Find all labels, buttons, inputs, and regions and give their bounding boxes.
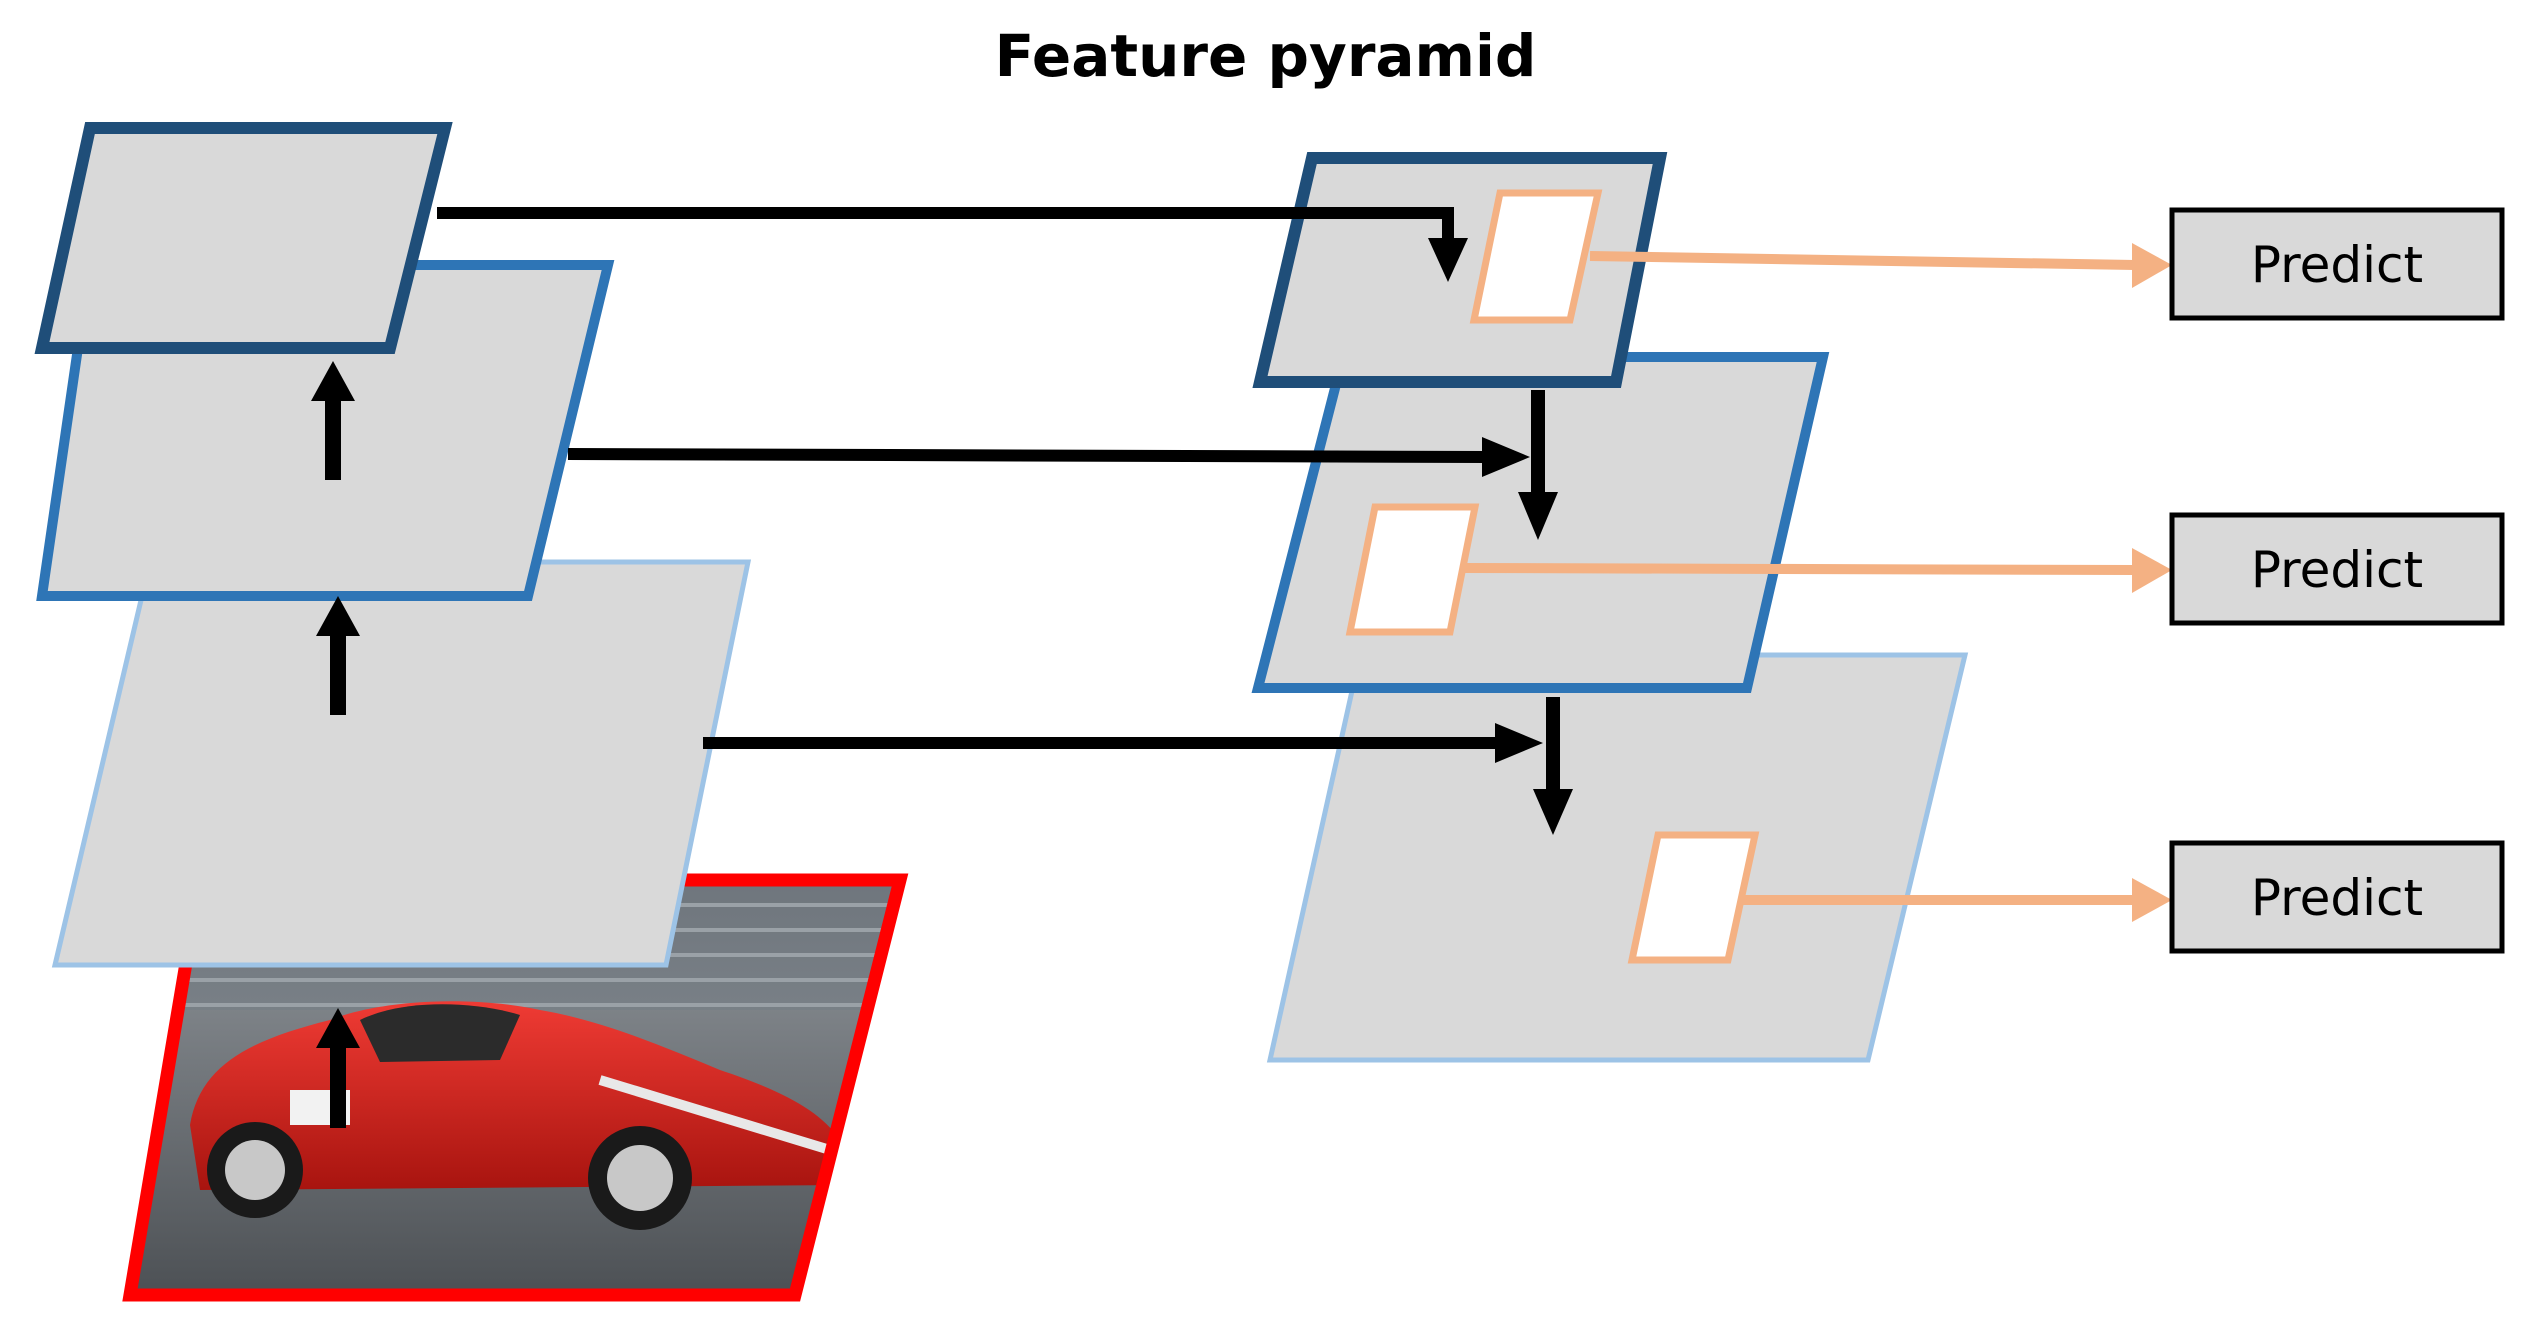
predict-label: Predict	[2251, 869, 2423, 927]
anchor-box-bottom	[1627, 831, 1760, 964]
predict-label: Predict	[2251, 541, 2423, 599]
arrow-down-icon	[1533, 697, 1573, 835]
arrow-right-icon	[703, 723, 1543, 763]
predict-box-top: Predict	[2169, 207, 2505, 321]
predict-box-middle: Predict	[2169, 512, 2505, 626]
bottom-up-level-top	[34, 122, 453, 354]
predict-arrow-middle	[1462, 548, 2172, 593]
arrow-right-icon	[437, 207, 1468, 282]
predict-label: Predict	[2251, 236, 2423, 294]
anchor-box-top	[1469, 189, 1603, 324]
anchor-box-middle	[1345, 503, 1480, 636]
top-down-level-bottom	[1266, 652, 1969, 1063]
diagram-title: Feature pyramid	[994, 22, 1537, 90]
predict-arrow-bottom	[1743, 878, 2172, 922]
predict-box-bottom: Predict	[2169, 840, 2505, 954]
arrow-up-icon	[316, 1008, 360, 1128]
arrow-up-icon	[316, 596, 360, 715]
arrow-down-icon	[1518, 390, 1558, 540]
bottom-up-level-bottom	[51, 559, 752, 968]
predict-arrow-top	[1589, 243, 2172, 288]
arrow-right-icon	[567, 437, 1530, 477]
arrow-up-icon	[311, 361, 355, 480]
